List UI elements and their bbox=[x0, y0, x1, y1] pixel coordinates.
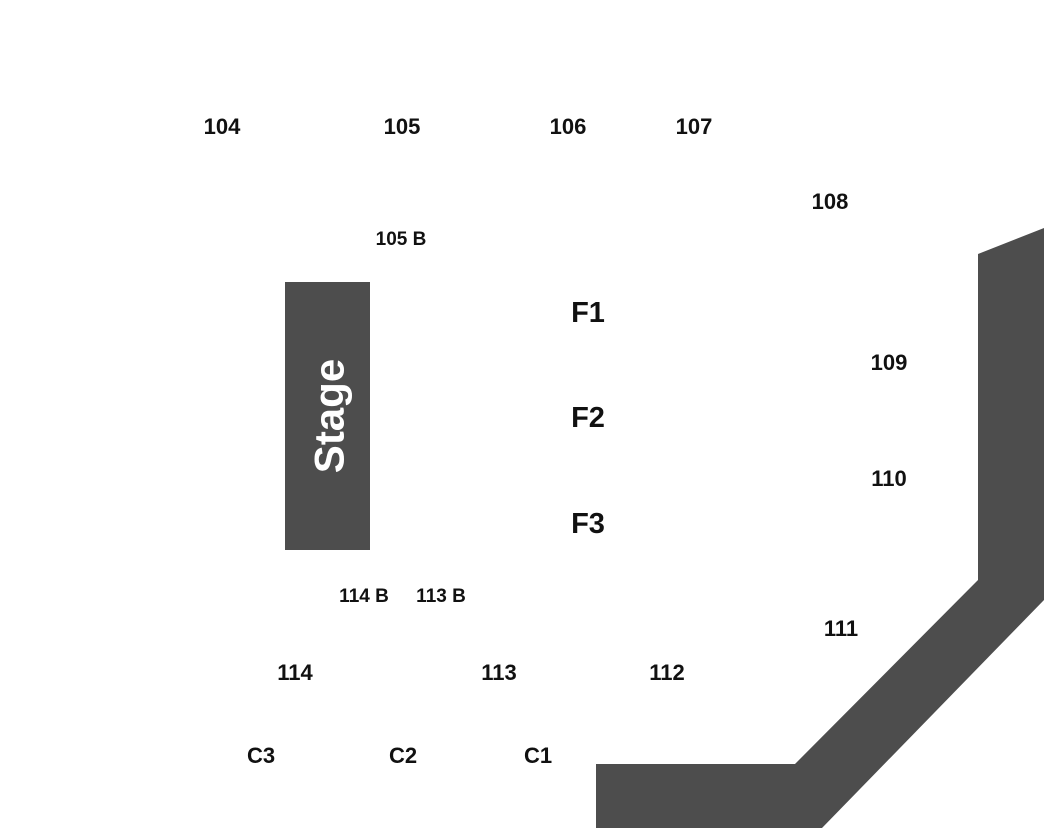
section-107[interactable]: 107 bbox=[676, 114, 713, 139]
floor-section-f3[interactable]: F3 bbox=[571, 508, 605, 540]
section-109[interactable]: 109 bbox=[871, 350, 908, 375]
section-112[interactable]: 112 bbox=[649, 660, 685, 685]
section-108[interactable]: 108 bbox=[812, 189, 849, 214]
section-104[interactable]: 104 bbox=[204, 114, 241, 139]
stage: Stage bbox=[285, 282, 370, 550]
stage-block bbox=[285, 282, 370, 550]
section-105[interactable]: 105 bbox=[384, 114, 421, 139]
section-c1[interactable]: C1 bbox=[524, 743, 552, 768]
stage-label: Stage bbox=[306, 359, 353, 473]
venue-wall-structure bbox=[596, 228, 1044, 828]
section-111[interactable]: 111 bbox=[824, 616, 858, 641]
section-c3[interactable]: C3 bbox=[247, 743, 275, 768]
section-113b[interactable]: 113 B bbox=[416, 586, 466, 607]
section-106[interactable]: 106 bbox=[550, 114, 587, 139]
floor-section-f1[interactable]: F1 bbox=[571, 297, 605, 329]
floor-section-f2[interactable]: F2 bbox=[571, 402, 605, 434]
section-c2[interactable]: C2 bbox=[389, 743, 417, 768]
section-114b[interactable]: 114 B bbox=[339, 586, 389, 607]
section-110[interactable]: 110 bbox=[871, 466, 907, 491]
section-114[interactable]: 114 bbox=[277, 660, 313, 685]
section-113[interactable]: 113 bbox=[481, 660, 517, 685]
section-105b[interactable]: 105 B bbox=[376, 229, 427, 250]
